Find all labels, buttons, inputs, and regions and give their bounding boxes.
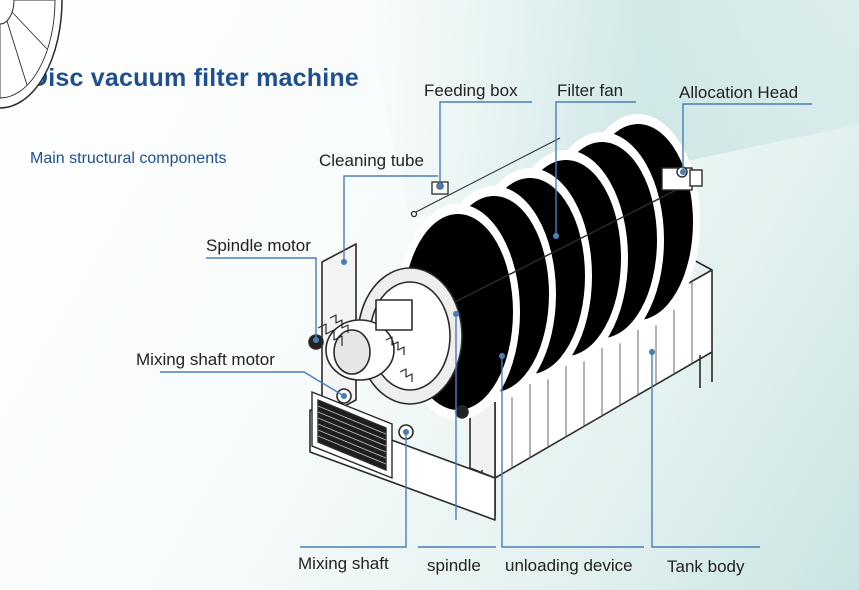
- page-subtitle: Main structural components: [30, 150, 227, 167]
- label-tank-body: Tank body: [667, 557, 745, 576]
- allocation-head-drawing: [661, 166, 703, 191]
- label-spindle: spindle: [427, 556, 481, 575]
- page-title: Disc vacuum filter machine: [30, 64, 359, 92]
- filter-discs-drawing: [0, 0, 63, 109]
- motor-grille-drawing: [311, 390, 393, 480]
- label-allocation-head: Allocation Head: [679, 83, 799, 102]
- label-feeding-box: Feeding box: [424, 81, 518, 100]
- label-mixing-shaft: Mixing shaft: [298, 554, 389, 573]
- label-filter-fan: Filter fan: [557, 81, 624, 100]
- label-spindle-motor: Spindle motor: [206, 236, 311, 255]
- leader-lines: [160, 101, 812, 548]
- label-unloading-device: unloading device: [505, 556, 633, 575]
- label-cleaning-tube: Cleaning tube: [319, 151, 424, 170]
- label-mixing-shaft-motor: Mixing shaft motor: [136, 350, 275, 369]
- end-housing-drawing: [308, 243, 496, 521]
